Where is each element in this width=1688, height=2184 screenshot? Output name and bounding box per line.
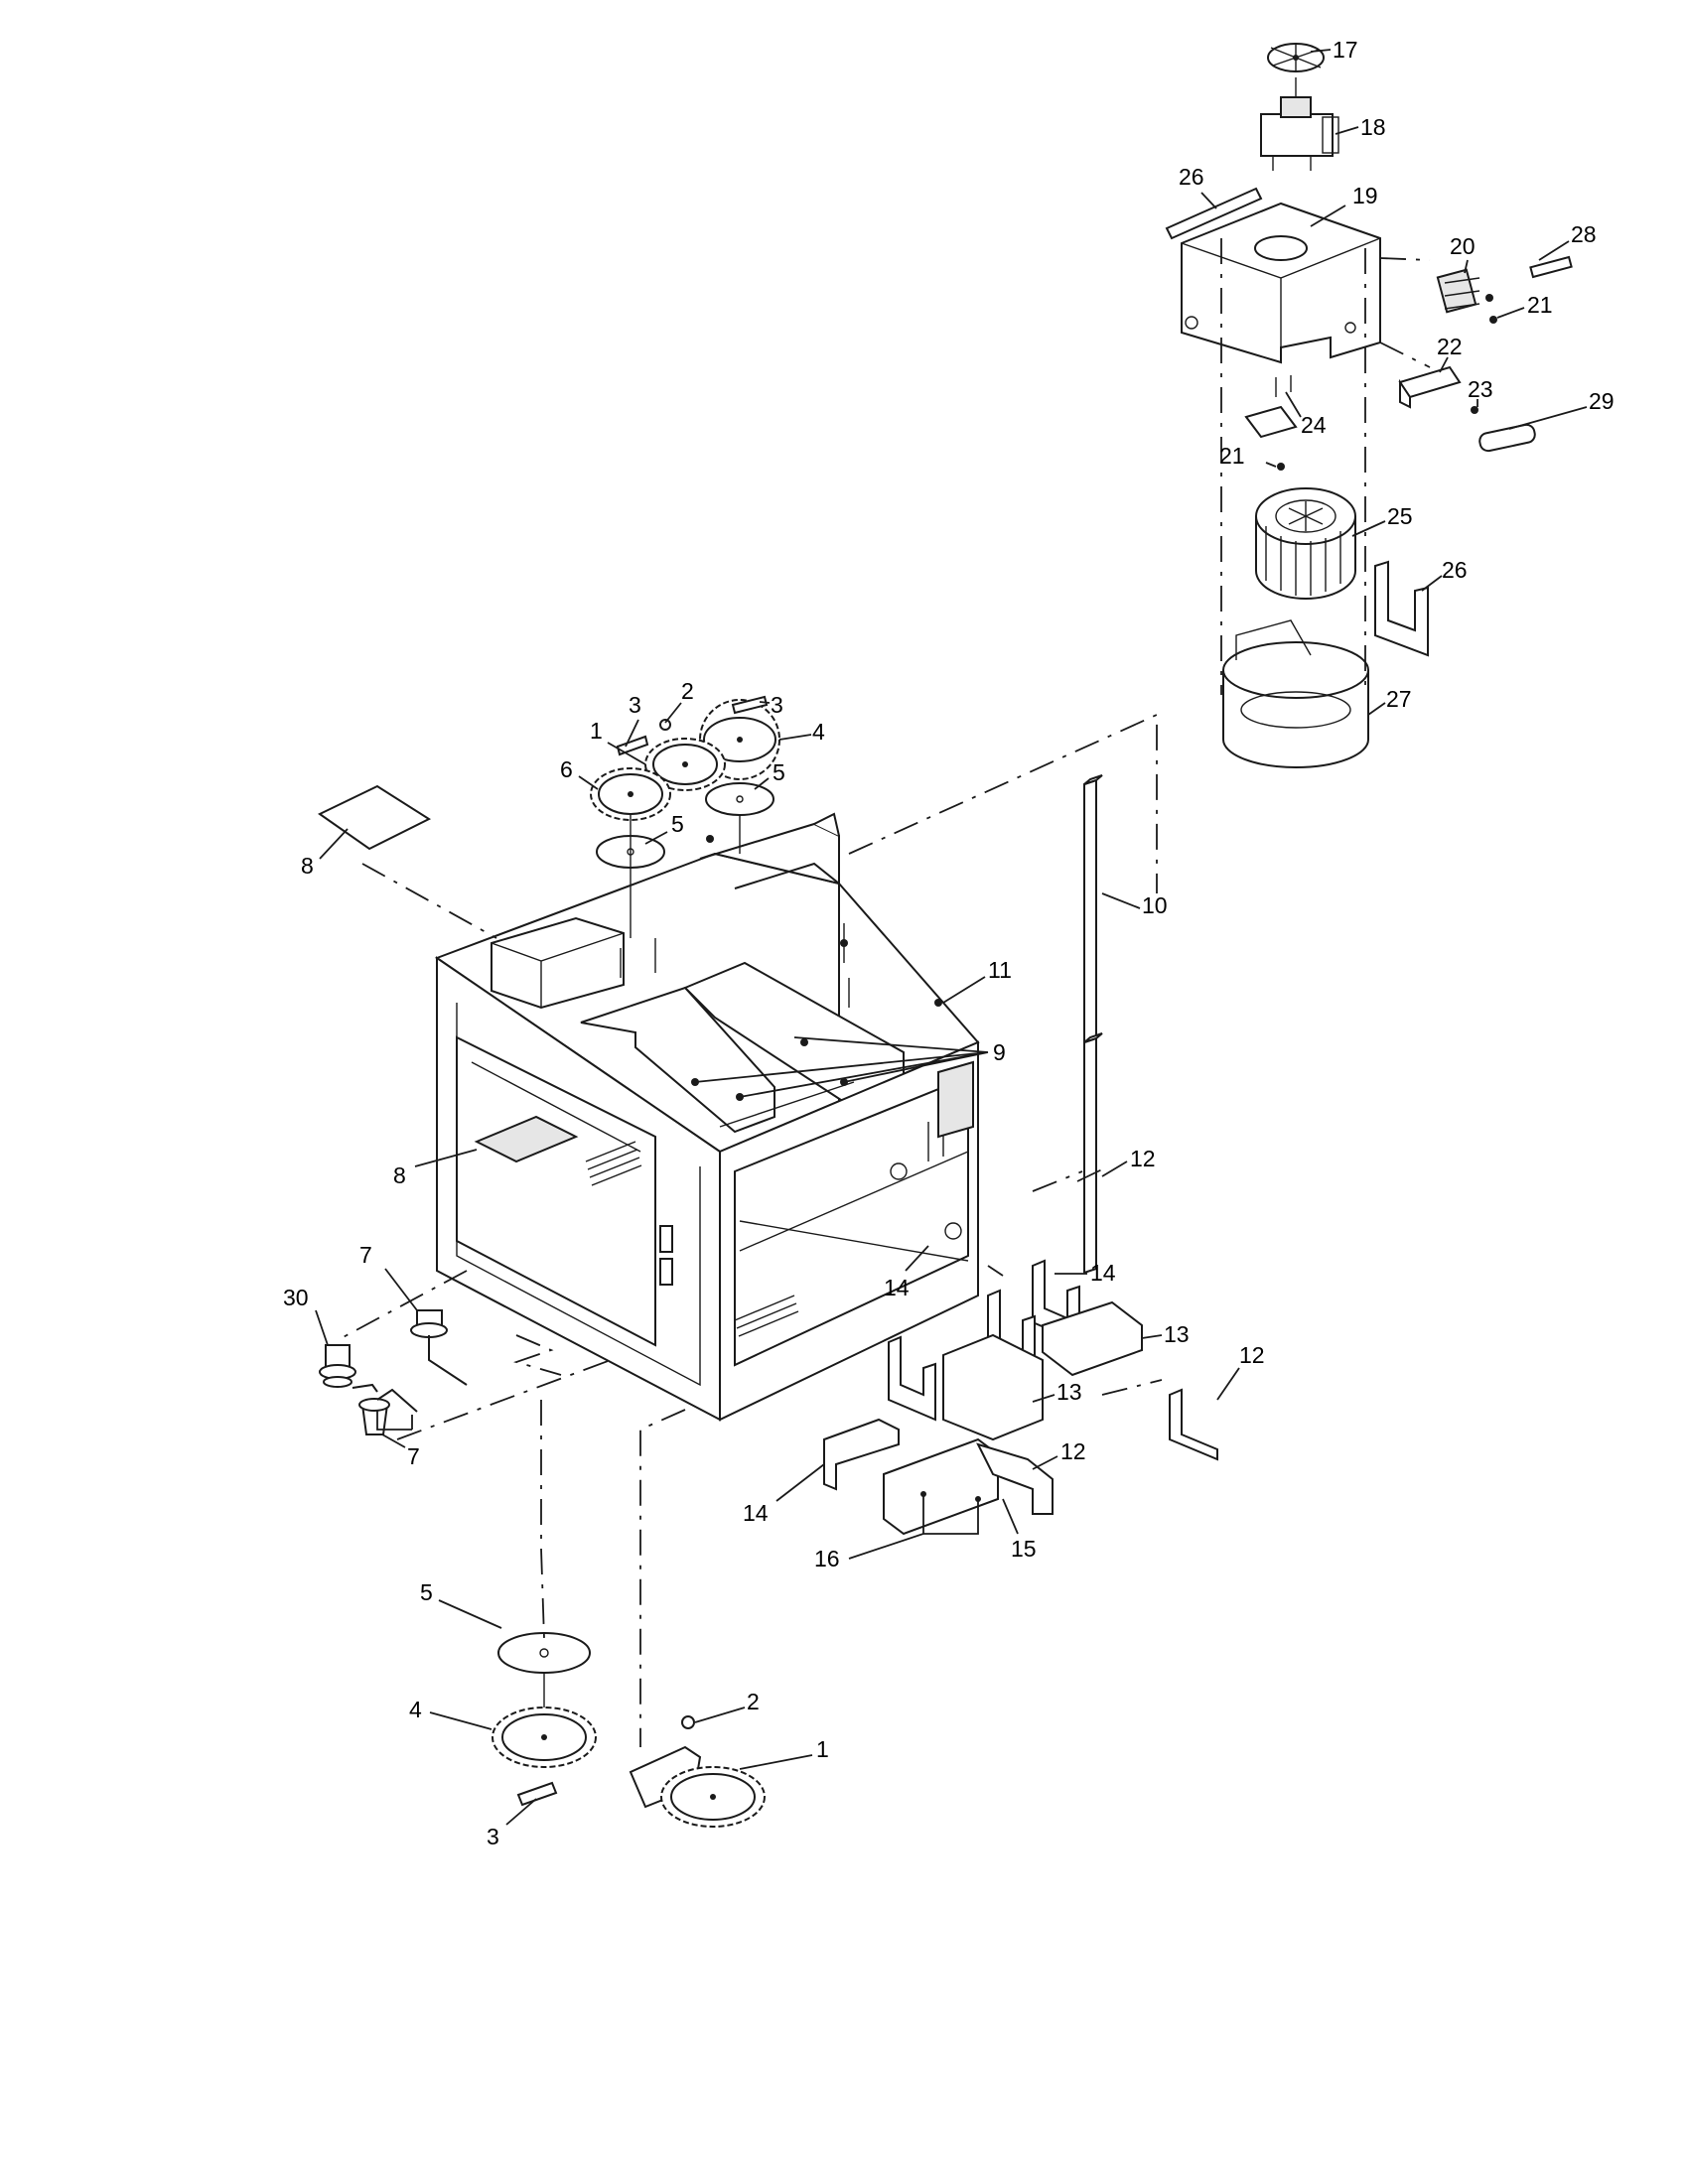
seal-strip-part [1083, 1032, 1103, 1275]
callout-1-lower: 1 [816, 1736, 829, 1762]
callout-11: 11 [988, 957, 1012, 983]
cam-plate-part [497, 1632, 591, 1674]
callout-20: 20 [1450, 233, 1476, 259]
cabinet-assembly [434, 812, 980, 1422]
callout-17: 17 [1333, 37, 1358, 63]
callout-15: 15 [1011, 1536, 1037, 1562]
screw-part [1471, 406, 1478, 414]
screw-part [1485, 294, 1493, 302]
callout-30: 30 [283, 1285, 309, 1310]
callout-14-mid: 14 [884, 1275, 910, 1300]
callout-26-lower: 26 [1442, 557, 1468, 583]
callout-10: 10 [1142, 892, 1168, 918]
callout-26: 26 [1179, 164, 1204, 190]
callout-9: 9 [993, 1039, 1006, 1065]
callout-12-right: 12 [1239, 1342, 1265, 1368]
fan-blade-part [1267, 43, 1325, 72]
callout-7-lower: 7 [407, 1443, 420, 1469]
blower-wheel-part [1255, 487, 1356, 600]
pivot-screw-part [681, 1715, 695, 1729]
blower-housing-part [1181, 202, 1381, 364]
gear-part [629, 1745, 766, 1828]
gear-stack [590, 695, 780, 869]
callout-12-lower: 12 [1060, 1438, 1086, 1464]
gear-part [644, 738, 726, 791]
callout-13-mid: 13 [1056, 1379, 1082, 1405]
gasket-strip-part [1165, 187, 1263, 240]
callout-27: 27 [1386, 686, 1412, 712]
callout-1-upper: 1 [590, 718, 603, 744]
callout-3-right: 3 [771, 692, 783, 718]
callout-8-upper: 8 [301, 853, 314, 879]
callout-5-left: 5 [671, 811, 684, 837]
callout-22: 22 [1437, 334, 1463, 359]
callout-7-upper: 7 [359, 1242, 372, 1268]
callout-28: 28 [1571, 221, 1597, 247]
callout-6: 6 [560, 756, 573, 782]
gear-part [492, 1706, 597, 1768]
link-part [516, 1781, 558, 1807]
callout-14-right: 14 [1090, 1260, 1116, 1286]
gear-part [590, 767, 671, 821]
callout-5-lower: 5 [420, 1579, 433, 1605]
fan-motor-part [1260, 77, 1339, 171]
fuse-holder-part [1478, 423, 1536, 453]
heater-element-part [318, 784, 432, 851]
link-part [616, 695, 769, 756]
callout-14-lower: 14 [743, 1500, 769, 1526]
callout-12-upper: 12 [1130, 1146, 1156, 1171]
callout-5-right: 5 [773, 759, 785, 785]
callout-3-lower: 3 [487, 1824, 499, 1849]
blower-shroud-part [1222, 619, 1369, 768]
screw-part [1277, 463, 1285, 471]
callout-4-lower: 4 [409, 1697, 422, 1722]
callout-16: 16 [814, 1546, 840, 1571]
callout-13-right: 13 [1164, 1321, 1190, 1347]
vent-slots [585, 1141, 799, 1337]
valve-parts [319, 1309, 468, 1435]
switch-part [1244, 375, 1298, 439]
gasket-channel-part [1374, 560, 1429, 657]
callout-2-upper: 2 [681, 678, 694, 704]
bracket-part [1398, 365, 1462, 409]
fuse-part [1529, 255, 1573, 279]
pivot-screw-part [659, 719, 671, 731]
callout-3-left: 3 [629, 692, 641, 718]
callout-4-upper: 4 [812, 719, 825, 745]
terminal-block-part [1436, 268, 1480, 314]
screw-part [1489, 316, 1497, 324]
cam-plate-part [705, 782, 774, 816]
callout-19: 19 [1352, 183, 1378, 208]
callouts: 17 18 26 19 28 20 21 22 23 29 24 21 25 2… [283, 37, 1615, 1849]
callout-25: 25 [1387, 503, 1413, 529]
callout-21-lower: 21 [1219, 443, 1245, 469]
angle-bracket-parts [823, 1259, 1218, 1536]
callout-23: 23 [1468, 376, 1493, 402]
assembly-lines [337, 713, 1163, 1747]
callout-18: 18 [1360, 114, 1386, 140]
callout-29: 29 [1589, 388, 1615, 414]
callout-8-lower: 8 [393, 1162, 406, 1188]
lower-gear-stack [492, 1632, 766, 1828]
callout-24: 24 [1301, 412, 1327, 438]
callout-21: 21 [1527, 292, 1553, 318]
callout-2-lower: 2 [747, 1689, 760, 1714]
blower-assembly [1165, 43, 1573, 768]
